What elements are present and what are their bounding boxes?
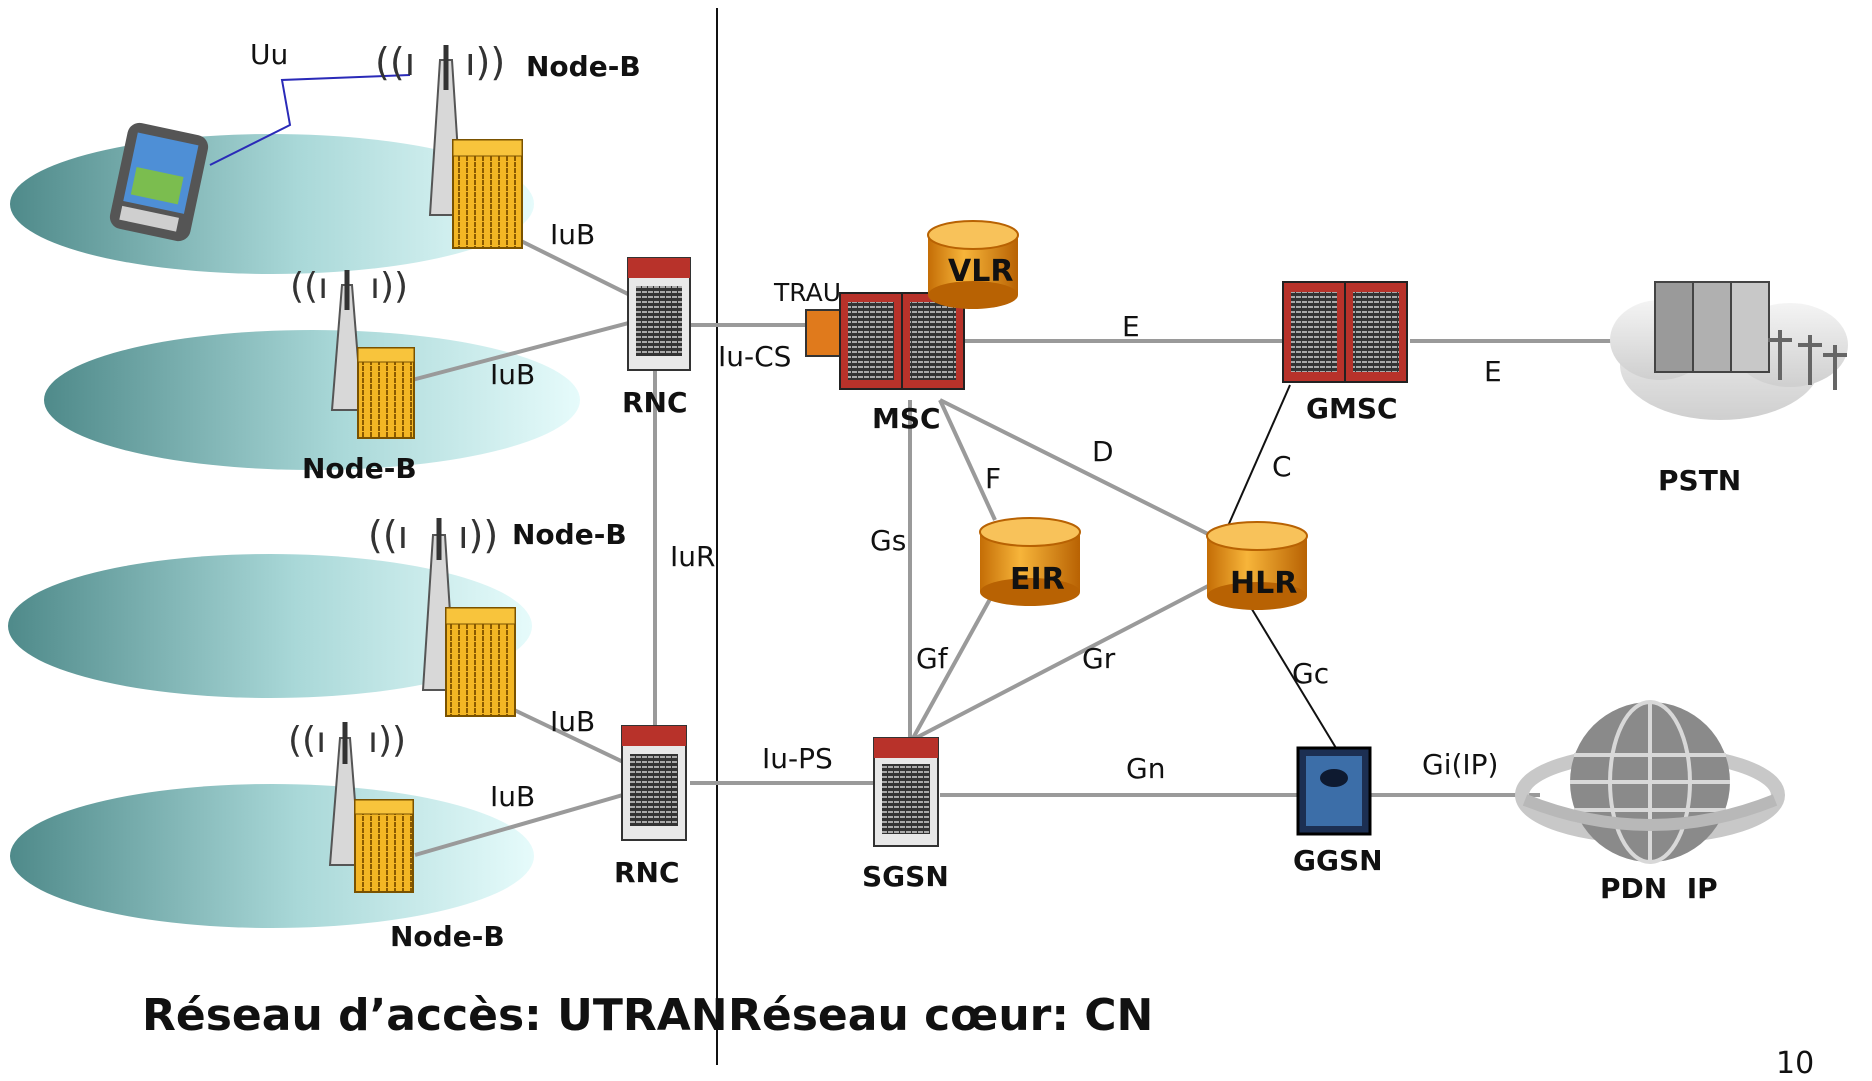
node-label-gmsc: GMSC [1306, 392, 1398, 425]
node-label-vlr: VLR [948, 254, 1014, 289]
interface-label-gs: Gs [870, 524, 907, 557]
svg-text:ı)): ı)) [368, 720, 406, 761]
interface-label-iur: IuR [670, 540, 716, 573]
node-b-2-icon: ((ı ı)) [290, 266, 415, 439]
interface-label-trau: TRAU [774, 278, 842, 307]
node-label-eir: EIR [1010, 562, 1065, 597]
interface-label-iub-2: IuB [490, 358, 536, 391]
pdn-globe-icon [1515, 700, 1785, 864]
interface-label-gf: Gf [916, 642, 948, 675]
node-b-4-icon: ((ı ı)) [288, 720, 414, 893]
link-gc [1249, 605, 1337, 749]
node-b-3-icon: ((ı ı)) [368, 513, 516, 717]
mobile-phone-icon [109, 122, 209, 242]
node-label-node-b-2: Node-B [302, 452, 417, 485]
vlr-database-icon [927, 220, 1019, 309]
interface-label-e-2: E [1484, 355, 1502, 388]
interface-label-iub-4: IuB [490, 780, 536, 813]
cell-2 [44, 330, 580, 470]
node-label-pdn-ip: PDN IP [1600, 872, 1718, 905]
node-label-rnc-2: RNC [614, 856, 680, 889]
interface-label-f: F [985, 462, 1002, 495]
interface-label-iu-ps: Iu-PS [762, 742, 833, 775]
link-c [1227, 384, 1291, 527]
svg-text:ı)): ı)) [370, 266, 408, 307]
interface-label-e-1: E [1122, 310, 1140, 343]
svg-text:((ı: ((ı [375, 40, 415, 84]
pstn-cloud-icon [1610, 281, 1848, 420]
section-title-core: Réseau cœur: CN [728, 990, 1154, 1041]
node-label-rnc-1: RNC [622, 386, 688, 419]
node-label-node-b-4: Node-B [390, 920, 505, 953]
interface-label-uu: Uu [250, 38, 289, 71]
interface-label-d: D [1092, 435, 1114, 468]
interface-label-iub-3: IuB [550, 705, 596, 738]
uu-radio-link [209, 74, 411, 166]
trau-icon [805, 309, 845, 357]
page-number: 10 [1776, 1046, 1815, 1081]
interface-label-iub-1: IuB [550, 218, 596, 251]
interface-label-gc: Gc [1292, 657, 1330, 690]
cell-3 [8, 554, 532, 698]
cell-4 [10, 784, 534, 928]
interface-label-gi: Gi(IP) [1422, 748, 1499, 781]
section-title-access: Réseau d’accès: UTRAN [142, 990, 728, 1041]
node-label-msc: MSC [872, 402, 941, 435]
svg-text:((ı: ((ı [368, 513, 408, 557]
node-b-1-icon: ((ı ı)) [375, 40, 523, 249]
node-label-ggsn: GGSN [1293, 844, 1383, 877]
svg-text:ı)): ı)) [458, 513, 498, 557]
node-label-pstn: PSTN [1658, 464, 1742, 497]
svg-text:((ı: ((ı [288, 720, 326, 761]
interface-label-gr: Gr [1082, 642, 1116, 675]
node-label-sgsn: SGSN [862, 860, 949, 893]
rnc-2-icon [621, 725, 687, 841]
rnc-1-icon [627, 257, 691, 371]
node-label-node-b-3: Node-B [512, 518, 627, 551]
node-label-node-b-1: Node-B [526, 50, 641, 83]
msc-icon [839, 292, 965, 390]
svg-text:ı)): ı)) [465, 40, 505, 84]
interface-label-iu-cs: Iu-CS [718, 340, 792, 373]
ggsn-icon [1296, 746, 1372, 836]
gmsc-icon [1282, 281, 1408, 383]
eir-database-icon [979, 517, 1081, 606]
node-label-hlr: HLR [1230, 566, 1298, 601]
interface-label-c: C [1272, 450, 1292, 483]
svg-text:((ı: ((ı [290, 266, 328, 307]
sgsn-icon [873, 737, 939, 847]
interface-label-gn: Gn [1126, 752, 1166, 785]
hlr-database-icon [1206, 521, 1308, 610]
